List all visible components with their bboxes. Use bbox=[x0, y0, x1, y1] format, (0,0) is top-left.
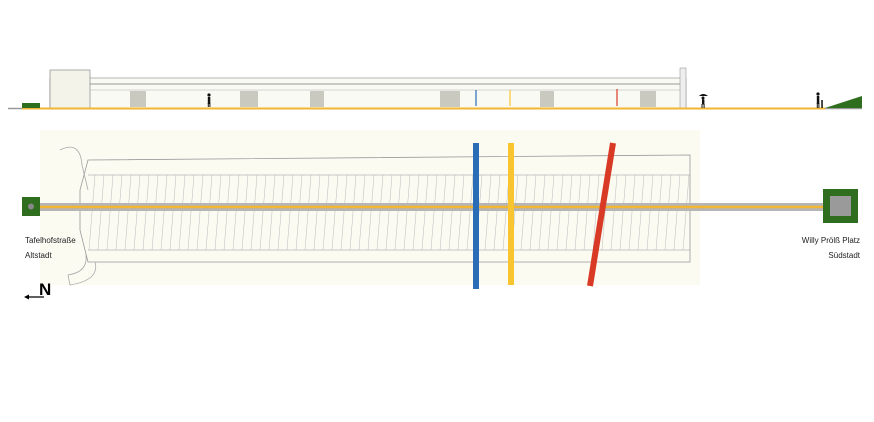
plan-west-curve-bottom bbox=[67, 254, 97, 286]
plan-building-outline bbox=[79, 154, 691, 263]
elevation-green-left bbox=[22, 103, 40, 108]
elevation-tower bbox=[49, 69, 91, 109]
west-district-label: Altstadt bbox=[25, 251, 52, 260]
person-with-child-icon bbox=[816, 92, 823, 108]
yellow-section-bar bbox=[508, 143, 514, 285]
east-district-label: Südstadt bbox=[828, 251, 860, 260]
red-section-bar bbox=[587, 142, 616, 287]
plan-view bbox=[22, 130, 858, 300]
west-street-label: Tafelhofstraße bbox=[25, 236, 76, 245]
east-street-label: Willy Prölß Platz bbox=[801, 236, 860, 245]
east-entrance-inner bbox=[830, 196, 851, 216]
elevation-green-ramp bbox=[825, 96, 862, 108]
elevation-view bbox=[8, 67, 862, 110]
blue-section-bar bbox=[473, 143, 479, 289]
plan-hatching bbox=[88, 174, 690, 251]
west-entrance-marker bbox=[28, 203, 34, 210]
north-label: N bbox=[39, 280, 52, 299]
plan-west-curve-top bbox=[59, 146, 89, 191]
person-umbrella-icon bbox=[699, 94, 708, 108]
person-figure-icon bbox=[207, 93, 211, 107]
building-elevation bbox=[49, 77, 687, 109]
